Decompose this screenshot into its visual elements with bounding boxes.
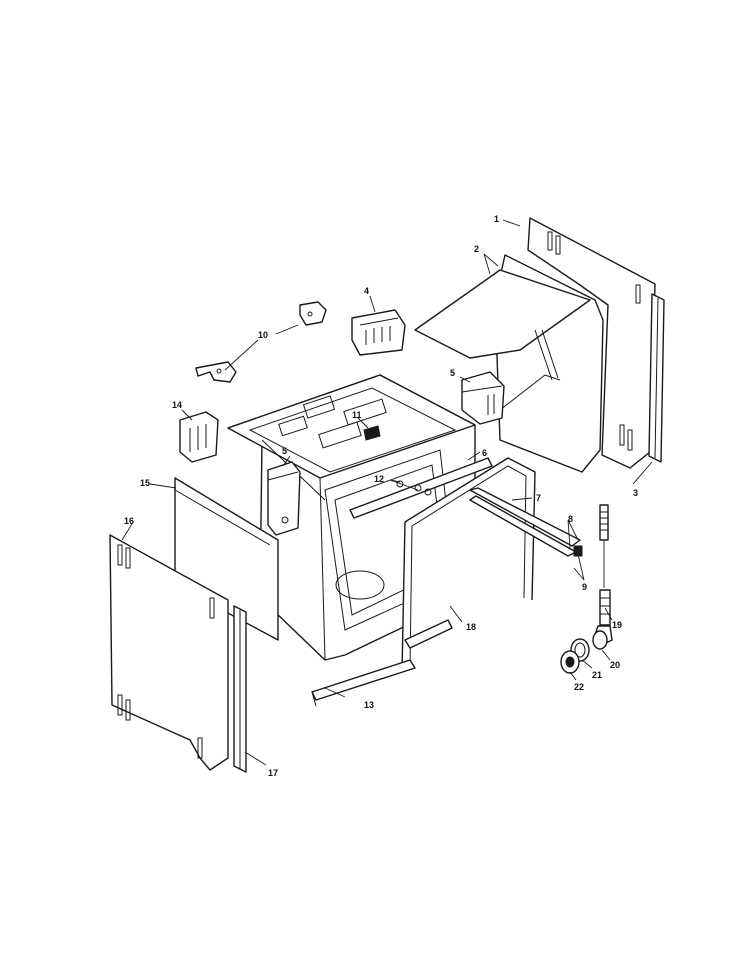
callout-17: 17 bbox=[268, 768, 278, 778]
callout-14: 14 bbox=[172, 400, 182, 410]
callout-11: 11 bbox=[352, 410, 362, 420]
callout-9: 9 bbox=[582, 582, 587, 592]
part-3-side-trim bbox=[648, 293, 665, 463]
callout-10: 10 bbox=[258, 330, 268, 340]
callout-13: 13 bbox=[364, 700, 374, 710]
callout-4: 4 bbox=[364, 286, 369, 296]
callout-21: 21 bbox=[592, 670, 602, 680]
callout-18: 18 bbox=[466, 622, 476, 632]
callout-2: 2 bbox=[474, 244, 479, 254]
callout-3: 3 bbox=[633, 488, 638, 498]
callout-22: 22 bbox=[574, 682, 584, 692]
part-2-top-insulation bbox=[414, 254, 604, 473]
callout-12: 12 bbox=[374, 474, 384, 484]
part-14-bracket bbox=[179, 411, 219, 463]
callout-5-upper: 5 bbox=[450, 368, 455, 378]
part-17-side-trim bbox=[233, 605, 247, 773]
leader-lines bbox=[121, 219, 653, 766]
part-12-fasteners bbox=[396, 480, 432, 496]
part-22-nut bbox=[560, 650, 580, 674]
callout-20: 20 bbox=[610, 660, 620, 670]
callout-15: 15 bbox=[140, 478, 150, 488]
part-5-upper-module bbox=[461, 371, 505, 425]
part-11-clip bbox=[363, 425, 381, 441]
callout-8: 8 bbox=[568, 514, 573, 524]
callout-labels: 1 2 3 4 5 5 6 7 8 9 10 11 12 13 14 15 16… bbox=[124, 214, 638, 778]
part-5-left-module bbox=[267, 461, 301, 536]
callout-19: 19 bbox=[612, 620, 622, 630]
callout-6: 6 bbox=[482, 448, 487, 458]
callout-16: 16 bbox=[124, 516, 134, 526]
part-16-left-side-panel bbox=[109, 534, 229, 771]
callout-1: 1 bbox=[494, 214, 499, 224]
part-19-hose-fitting bbox=[599, 504, 611, 626]
part-13-lower-rail bbox=[311, 659, 416, 707]
callout-5-left: 5 bbox=[282, 446, 287, 456]
callout-7: 7 bbox=[536, 493, 541, 503]
part-10-brackets bbox=[195, 301, 327, 383]
part-20-elbow bbox=[592, 625, 613, 650]
part-4-bracket bbox=[351, 309, 406, 356]
part-18-lower-track bbox=[404, 619, 453, 649]
